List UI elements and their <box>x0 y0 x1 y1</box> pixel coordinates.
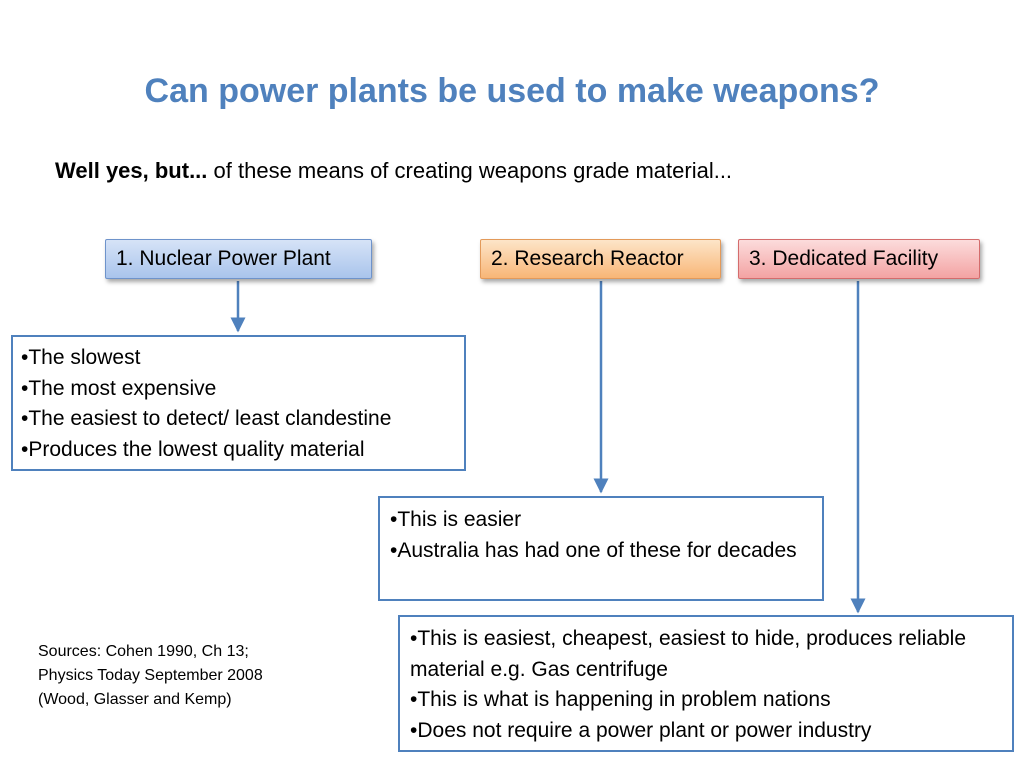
bullet-item: Produces the lowest quality material <box>21 435 464 466</box>
bullet-item: The slowest <box>21 343 464 374</box>
option-nuclear-power-plant: 1. Nuclear Power Plant <box>105 239 372 279</box>
option-label: 2. Research Reactor <box>491 247 684 270</box>
bullet-item: This is easiest, cheapest, easiest to hi… <box>410 624 1002 685</box>
bullet-list: The slowest The most expensive The easie… <box>21 343 464 465</box>
bullet-item: The easiest to detect/ least clandestine <box>21 404 464 435</box>
source-line: Physics Today September 2008 <box>38 667 263 684</box>
slide-title: Can power plants be used to make weapons… <box>144 72 880 110</box>
option-label: 1. Nuclear Power Plant <box>116 247 331 270</box>
bullet-item: Does not require a power plant or power … <box>410 716 1002 747</box>
dedicated-facility-points-box: This is easiest, cheapest, easiest to hi… <box>398 615 1014 752</box>
source-line: (Wood, Glasser and Kemp) <box>38 691 232 708</box>
option-dedicated-facility: 3. Dedicated Facility <box>738 239 980 279</box>
subtitle-text: of these means of creating weapons grade… <box>207 158 733 183</box>
option-research-reactor: 2. Research Reactor <box>480 239 721 279</box>
slide-subtitle: Well yes, but... of these means of creat… <box>55 158 732 184</box>
source-line: Sources: Cohen 1990, Ch 13; <box>38 643 249 660</box>
bullet-item: Australia has had one of these for decad… <box>390 536 812 567</box>
bullet-item: This is what is happening in problem nat… <box>410 685 1002 716</box>
bullet-item: This is easier <box>390 505 812 536</box>
option-label: 3. Dedicated Facility <box>749 247 939 270</box>
bullet-item: The most expensive <box>21 374 464 405</box>
sources-note: Sources: Cohen 1990, Ch 13; Physics Toda… <box>38 640 263 712</box>
research-reactor-points-box: This is easier Australia has had one of … <box>378 496 824 601</box>
power-plant-points-box: The slowest The most expensive The easie… <box>11 335 466 471</box>
subtitle-emphasis: Well yes, but... <box>55 158 208 183</box>
bullet-list: This is easiest, cheapest, easiest to hi… <box>410 624 1002 746</box>
bullet-list: This is easier Australia has had one of … <box>390 505 812 566</box>
